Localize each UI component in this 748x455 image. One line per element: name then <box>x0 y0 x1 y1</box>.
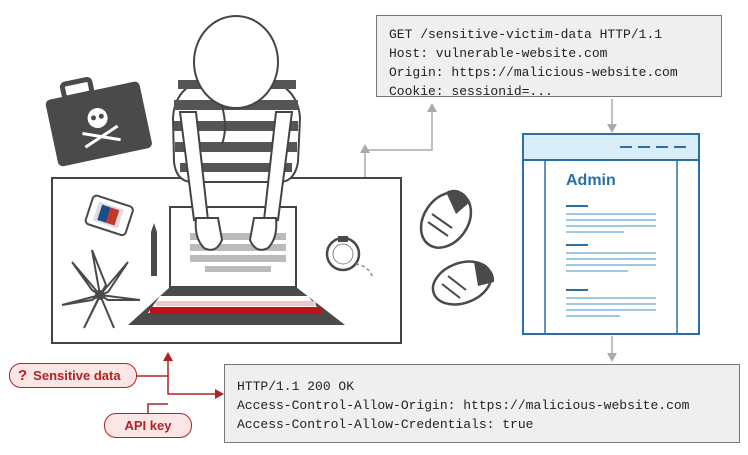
response-line-2: Access-Control-Allow-Origin: https://mal… <box>237 398 690 413</box>
coffee-cup-icon <box>325 236 373 277</box>
request-line-1: GET /sensitive-victim-data HTTP/1.1 <box>389 27 663 42</box>
briefcase-icon <box>45 76 152 167</box>
response-line-3: Access-Control-Allow-Credentials: true <box>237 417 534 432</box>
red-arrowheads <box>163 352 224 399</box>
api-key-text: API key <box>124 418 172 433</box>
plant-icon <box>61 249 141 329</box>
api-key-label: API key <box>104 413 192 438</box>
connector-arrowheads <box>360 103 617 362</box>
shoe-icon-bottom <box>431 260 495 306</box>
http-response-box: HTTP/1.1 200 OK Access-Control-Allow-Ori… <box>224 364 740 443</box>
http-request-box: GET /sensitive-victim-data HTTP/1.1 Host… <box>376 15 722 99</box>
request-line-2: Host: vulnerable-website.com <box>389 46 608 61</box>
sensitive-data-label: ? Sensitive data <box>9 363 137 388</box>
admin-window <box>522 133 700 335</box>
request-line-3: Origin: https://malicious-website.com <box>389 65 678 80</box>
person-figure <box>171 15 302 251</box>
admin-page-title: Admin <box>566 172 616 189</box>
smartphone-icon <box>84 194 134 237</box>
sensitive-data-text: Sensitive data <box>33 368 121 383</box>
pen-icon <box>151 223 157 276</box>
request-line-4: Cookie: sessionid=... <box>389 84 553 99</box>
red-connectors <box>137 358 218 413</box>
response-line-1: HTTP/1.1 200 OK <box>237 379 355 394</box>
shoe-icon-top <box>419 189 473 249</box>
question-mark-icon: ? <box>18 367 28 384</box>
